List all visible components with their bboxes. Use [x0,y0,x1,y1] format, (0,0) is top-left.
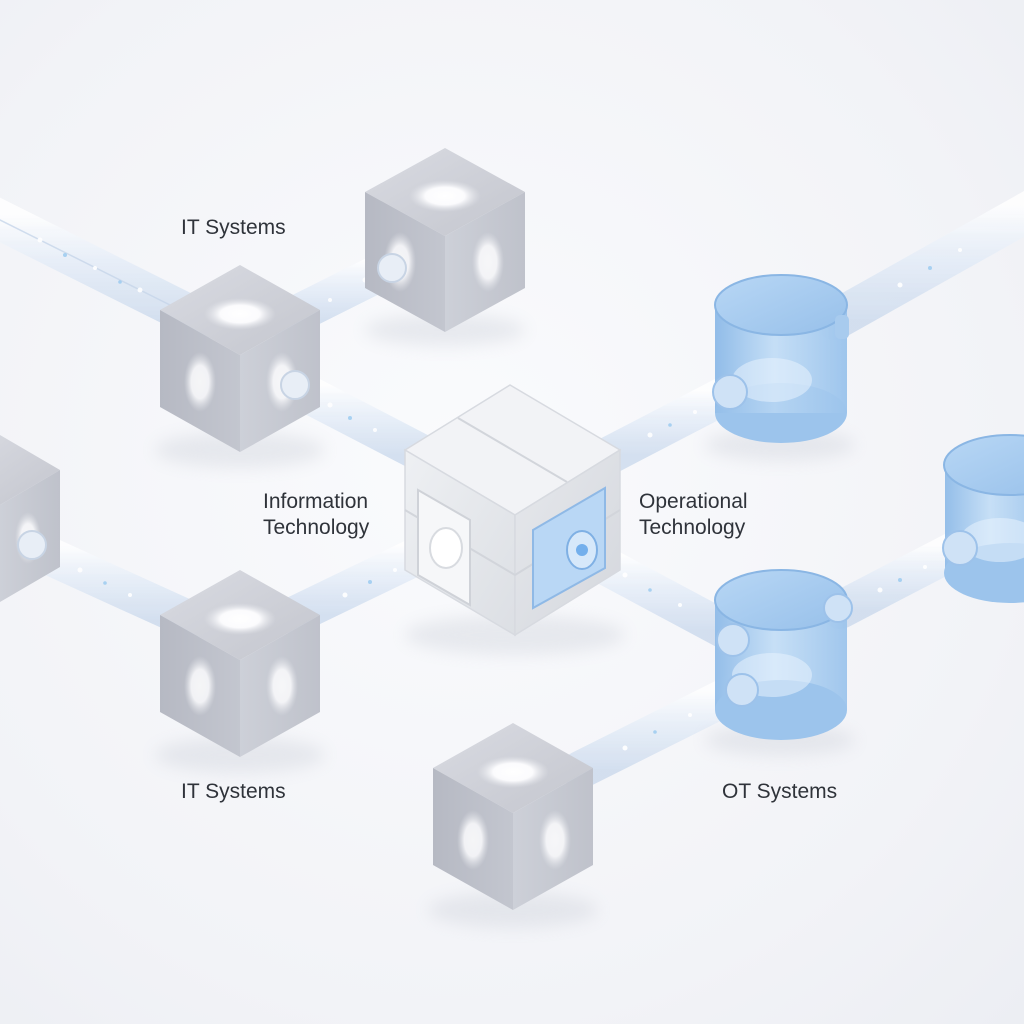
gateway-hub [403,384,622,637]
information-technology-label: Information Technology [263,489,369,541]
it-system-cube [160,265,320,452]
operational-technology-line-1: Operational [639,490,748,513]
data-pipe [0,197,220,340]
information-technology-line-2: Technology [263,516,370,539]
it-system-cube [160,570,320,757]
ot-system-cylinder [712,274,849,443]
ot-system-cylinder [942,434,1024,603]
it-systems-label: IT Systems [181,780,286,803]
data-pipe [591,371,754,474]
it-system-cube [365,148,525,332]
it-system-cube [433,723,593,910]
operational-technology-line-2: Technology [639,516,746,539]
data-pipe [561,671,759,789]
ot-system-cylinder [714,569,853,740]
it-systems-label: IT Systems [181,216,286,239]
information-technology-line-1: Information [263,490,369,513]
ot-systems-label: OT Systems [722,780,838,803]
operational-technology-label: Operational Technology [639,489,748,541]
it-system-cube [0,435,60,602]
data-pipe [815,191,1024,340]
